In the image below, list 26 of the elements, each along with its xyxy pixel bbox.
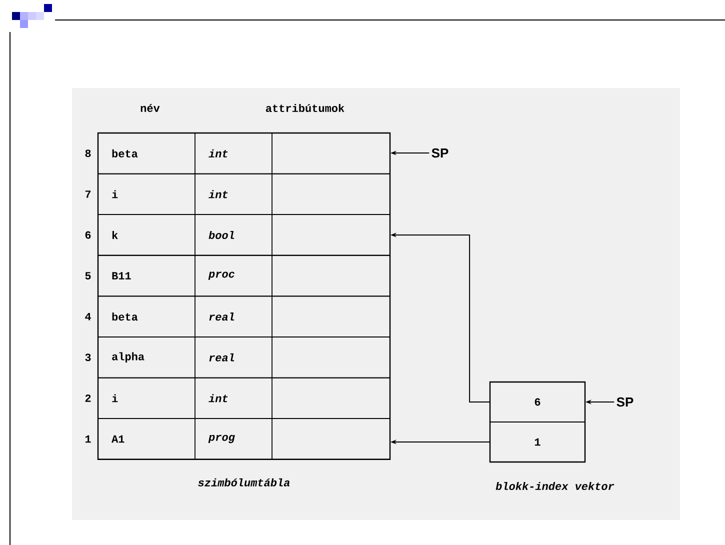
node-label: beta [112, 149, 138, 158]
row-number: 6 [85, 231, 91, 239]
table-row: alpha real [98, 336, 390, 378]
column-header: név [140, 104, 160, 112]
table-row: i int [98, 377, 390, 420]
pointer-label: SP [616, 397, 634, 407]
node-label: szimbólumtábla [198, 478, 290, 486]
row-number: 2 [85, 394, 91, 402]
row-number: 5 [85, 272, 91, 280]
row-number: 3 [85, 354, 91, 362]
table-row: B11 proc [98, 254, 390, 297]
row-number: 7 [85, 190, 91, 198]
row-number: 4 [85, 312, 91, 320]
node-label: blokk-index vektor [496, 482, 614, 490]
table-row: beta real [98, 296, 390, 338]
node-label: int [208, 149, 228, 158]
column-header: attribútumok [266, 104, 344, 112]
row-number: 1 [85, 435, 91, 443]
vector-cell: 6 [490, 382, 586, 422]
table-row: beta int [98, 132, 390, 174]
vector-cell: 1 [490, 422, 586, 462]
row-number: 8 [85, 150, 91, 158]
pointer-label: SP [432, 148, 448, 158]
table-row: k bool [98, 214, 390, 256]
table-row: A1 prog [98, 418, 390, 460]
table-row: i int [98, 173, 390, 216]
